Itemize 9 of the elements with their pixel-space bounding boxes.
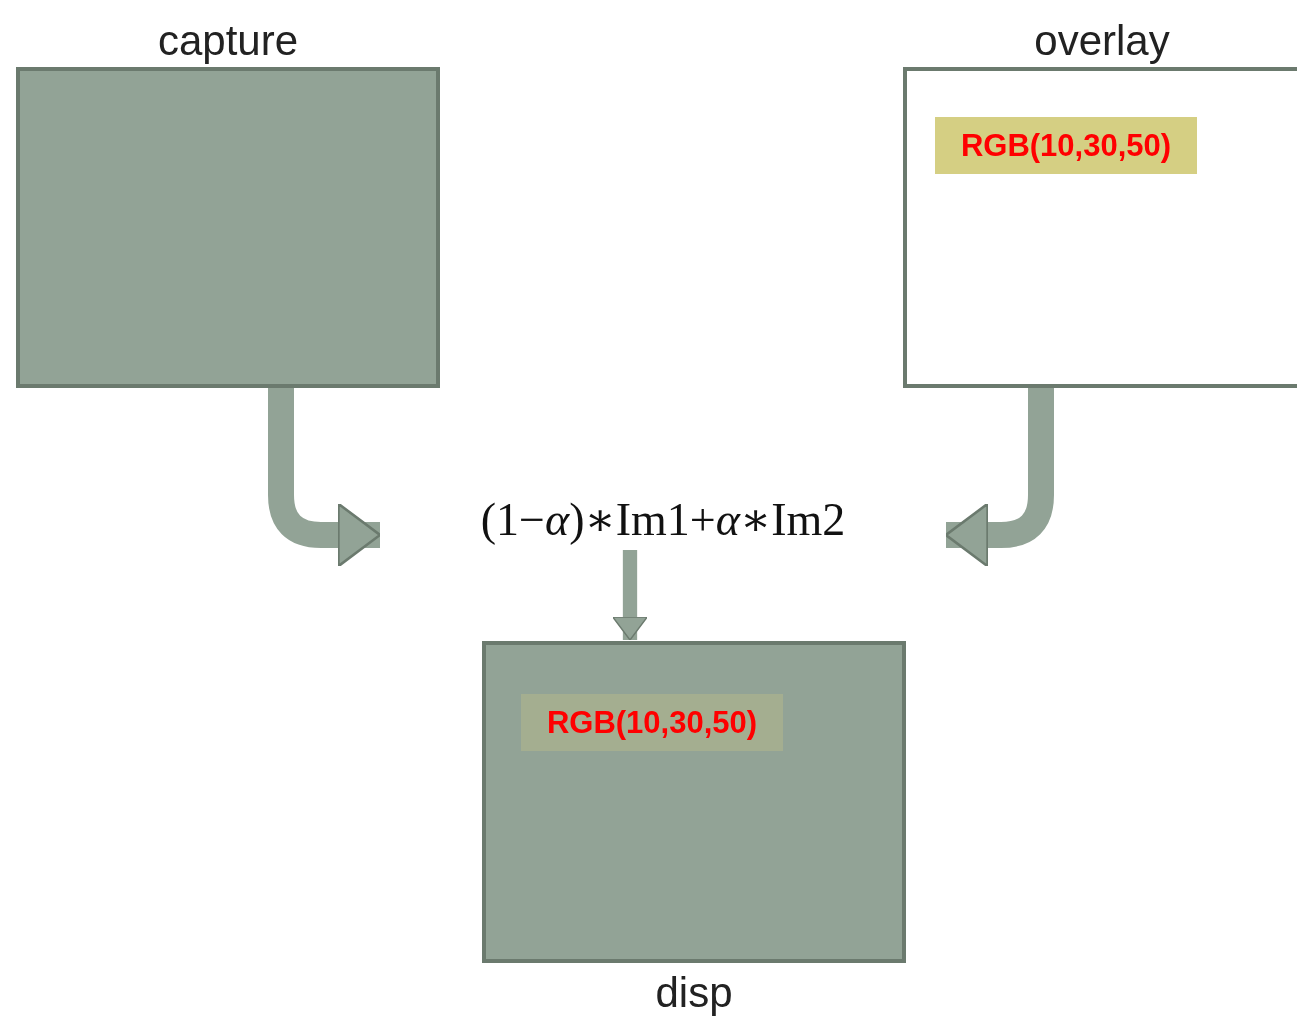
frame-title: capture	[156, 17, 300, 65]
frame-title: overlay	[1033, 17, 1171, 65]
block-arrow	[944, 388, 1054, 568]
frame-title: disp	[654, 969, 734, 1017]
blend-formula: (1−α)∗Im1+α∗Im2	[480, 493, 846, 546]
block-arrow	[612, 550, 648, 641]
block-arrow	[268, 388, 382, 568]
color-value-label: RGB(10,30,50)	[521, 694, 783, 751]
color-value-label: RGB(10,30,50)	[935, 117, 1197, 174]
